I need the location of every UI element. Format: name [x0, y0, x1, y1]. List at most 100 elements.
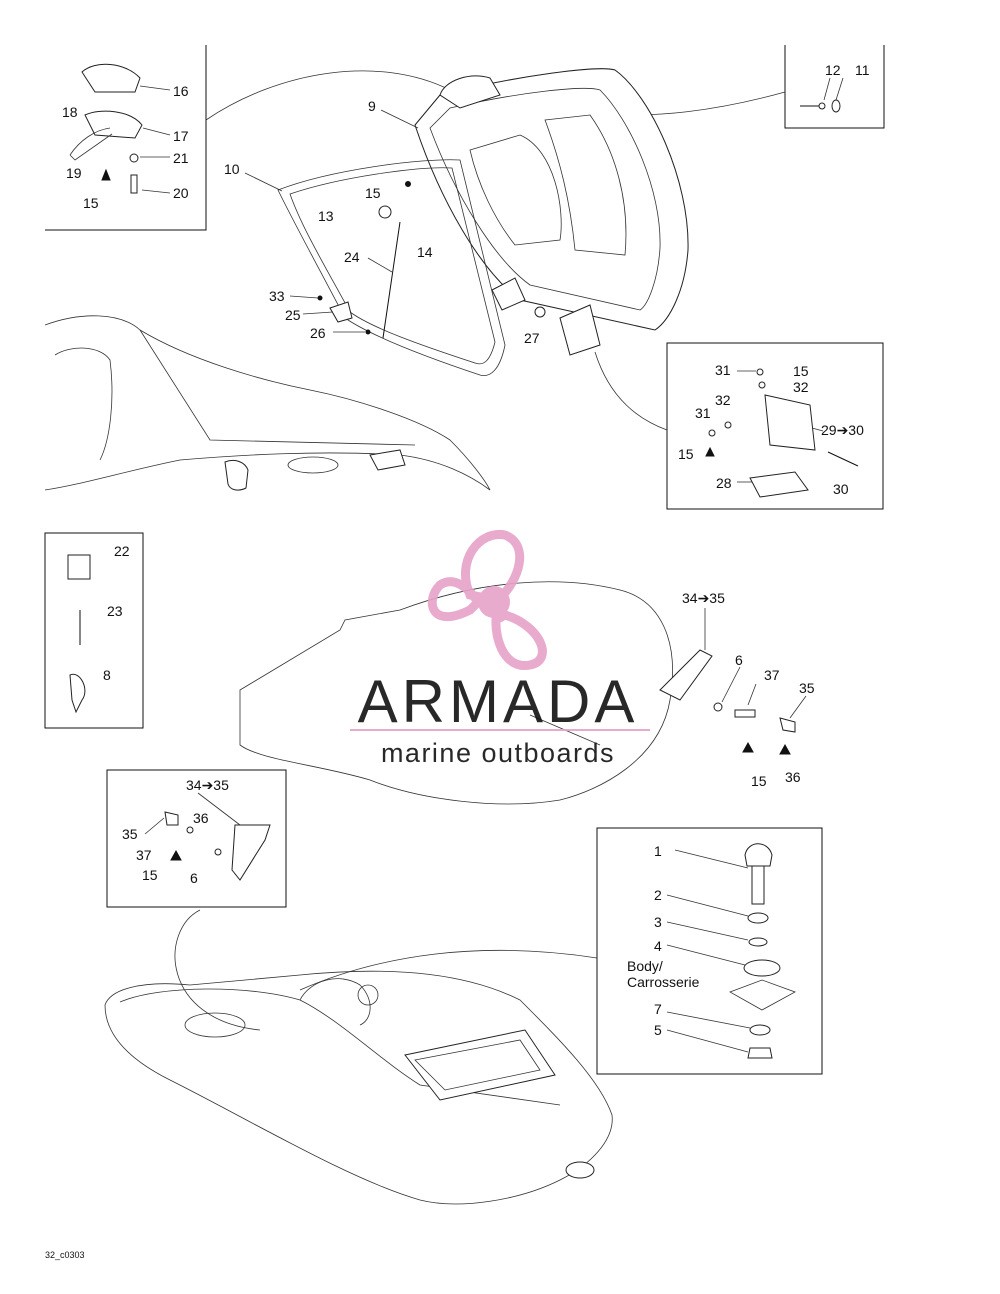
bumper-nut-5 [747, 1047, 773, 1059]
boat-outline [104, 970, 613, 1205]
callout-20: 20 [173, 185, 189, 201]
hinge-nut-bottom [705, 446, 715, 457]
callout-18: 18 [62, 104, 78, 120]
leader-arc-bumper [299, 949, 598, 991]
leader-arc-handle [174, 909, 261, 1031]
deck-outline-top [44, 315, 491, 491]
fastener-parts [67, 554, 91, 714]
callout-3: 3 [654, 914, 662, 930]
handle-parts [164, 649, 796, 881]
callout-15-f: 15 [142, 867, 158, 883]
strut-ball-stud [378, 205, 392, 219]
callout-1: 1 [654, 843, 662, 859]
deck-rail [139, 329, 416, 446]
callout-2: 2 [654, 887, 662, 903]
inset-handle-washer-b [214, 848, 222, 856]
handle-nut-b [779, 743, 791, 755]
hinge-washer-top [758, 381, 766, 389]
latch-cover [81, 63, 141, 93]
inset-handle-washer [186, 826, 194, 834]
callout-4: 4 [654, 938, 662, 954]
lid-assembly [277, 68, 689, 376]
boat-engine-hatch [404, 1029, 556, 1101]
lid-latch-housing [439, 75, 501, 109]
inset-bumper-box [596, 827, 823, 1075]
leader-arc-hinge [594, 351, 668, 431]
callout-15-a: 15 [83, 195, 99, 211]
latch-parts [69, 63, 143, 194]
callout-15-d: 15 [678, 446, 694, 462]
watermark-brand: ARMADA [358, 668, 639, 735]
hinge-pin [827, 451, 859, 467]
body-label-line1: Body/ [627, 958, 663, 974]
boat-seat-front [184, 1012, 246, 1038]
callout-33: 33 [269, 288, 285, 304]
lid-inner-rim [429, 88, 661, 311]
seat-back [54, 347, 113, 461]
grab-handle [659, 649, 713, 701]
callout-24: 24 [344, 249, 360, 265]
lid-outer [414, 68, 689, 331]
callout-14: 14 [417, 244, 433, 260]
inset-handle-cap [164, 811, 179, 826]
callout-17: 17 [173, 128, 189, 144]
bumper-stack [729, 843, 796, 1059]
callout-15-e: 15 [751, 773, 767, 789]
callout-34-35-a: 34➔35 [682, 590, 725, 606]
inset-boxes [44, 45, 885, 1075]
callout-10: 10 [224, 161, 240, 177]
latch-washer [129, 153, 139, 163]
boat-stern-bumper [565, 1161, 595, 1179]
cleat-right [369, 449, 406, 471]
washer-33 [317, 295, 323, 301]
hinge-bracket [764, 394, 816, 451]
hinge-screw-side [708, 429, 716, 437]
boat-hull [104, 970, 613, 1205]
callout-6-b: 6 [190, 870, 198, 886]
nut-top [405, 181, 411, 187]
handle-washer [713, 702, 723, 712]
callout-12: 12 [825, 62, 841, 78]
callout-5: 5 [654, 1022, 662, 1038]
lid-pocket-left [469, 134, 562, 246]
body-label-line2: Carrosserie [627, 974, 700, 990]
rivet-head [818, 102, 826, 110]
lid-hinge-right [559, 304, 601, 356]
callout-23: 23 [107, 603, 123, 619]
callout-31-b: 31 [695, 405, 711, 421]
hinge-parts [705, 368, 859, 498]
callout-16: 16 [173, 83, 189, 99]
engine-cover-outline [239, 581, 673, 805]
hinge-nut [534, 306, 546, 318]
inset-hinge-box [666, 342, 884, 510]
lid-hinge-left [491, 277, 526, 311]
inset-latch-box [45, 45, 207, 231]
hinge-plate [749, 471, 809, 498]
boat-steering-wheel [357, 984, 379, 1006]
callout-37-b: 37 [136, 847, 152, 863]
callout-7: 7 [654, 1001, 662, 1017]
inset-handle-box [106, 769, 287, 908]
gas-strut [382, 221, 401, 339]
hinge-washer-side [724, 421, 732, 429]
callout-27: 27 [524, 330, 540, 346]
callout-22: 22 [114, 543, 130, 559]
lid-frame [277, 159, 506, 376]
callout-35-a: 35 [799, 680, 815, 696]
leader-arcs [174, 70, 786, 1031]
lid-pocket-right [544, 114, 627, 256]
callout-32-b: 32 [715, 392, 731, 408]
handle-nut [742, 741, 754, 753]
bumper-washer-2 [747, 912, 769, 924]
callout-6-a: 6 [735, 652, 743, 668]
latch-nut [101, 168, 111, 181]
callout-8: 8 [103, 667, 111, 683]
handle-screw [734, 709, 756, 718]
leader-lines [139, 77, 844, 1053]
callout-13: 13 [318, 208, 334, 224]
watermark-tagline: marine outboards [381, 738, 615, 768]
screw-26 [365, 329, 371, 335]
callout-9: 9 [368, 98, 376, 114]
cleat-left [224, 459, 249, 491]
strut-bracket [329, 301, 353, 323]
